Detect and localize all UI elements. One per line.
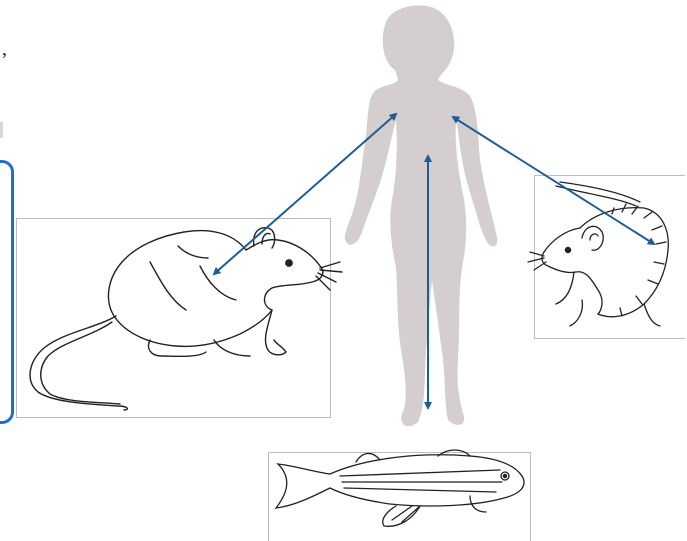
mouse-drawing bbox=[528, 182, 668, 326]
zebrafish-drawing bbox=[276, 450, 524, 526]
rat-drawing bbox=[30, 228, 342, 410]
human-silhouette bbox=[345, 5, 497, 426]
